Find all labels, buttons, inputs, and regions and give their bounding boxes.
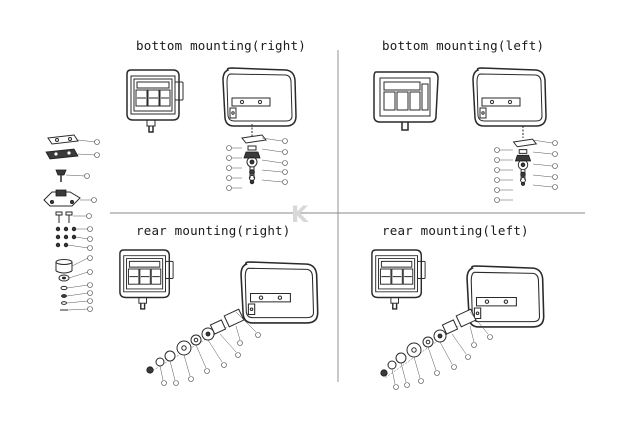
lamp-rear-view-top-right bbox=[472, 67, 547, 127]
exploded-parts-top-left bbox=[226, 124, 288, 191]
lamp-rear-view-bottom-right bbox=[466, 265, 545, 328]
panel-title-rear-mounting-left: rear mounting(left) bbox=[382, 223, 529, 238]
lamp-front-view-bottom-right bbox=[371, 249, 426, 310]
lamp-rear-view-top-left bbox=[222, 67, 297, 127]
exploded-parts-bottom-right bbox=[380, 308, 493, 390]
exploded-parts-bottom-left bbox=[146, 308, 261, 386]
panel-bottom-mounting-left bbox=[373, 67, 558, 203]
lamp-front-view-top-right bbox=[373, 71, 439, 131]
panel-title-bottom-mounting-left: bottom mounting(left) bbox=[382, 38, 544, 53]
lamp-front-view-top-left bbox=[126, 69, 184, 133]
watermark: K bbox=[291, 203, 309, 228]
panel-bottom-mounting-right bbox=[126, 67, 297, 191]
panel-title-rear-mounting-right: rear mounting(right) bbox=[136, 223, 291, 238]
lamp-front-view-bottom-left bbox=[119, 249, 174, 310]
panel-rear-mounting-right bbox=[119, 249, 319, 386]
panel-title-bottom-mounting-right: bottom mounting(right) bbox=[136, 38, 306, 53]
parts-list bbox=[43, 134, 100, 312]
lamp-rear-view-bottom-left bbox=[240, 261, 319, 324]
exploded-parts-top-right bbox=[494, 126, 558, 203]
panel-rear-mounting-left bbox=[371, 249, 545, 390]
